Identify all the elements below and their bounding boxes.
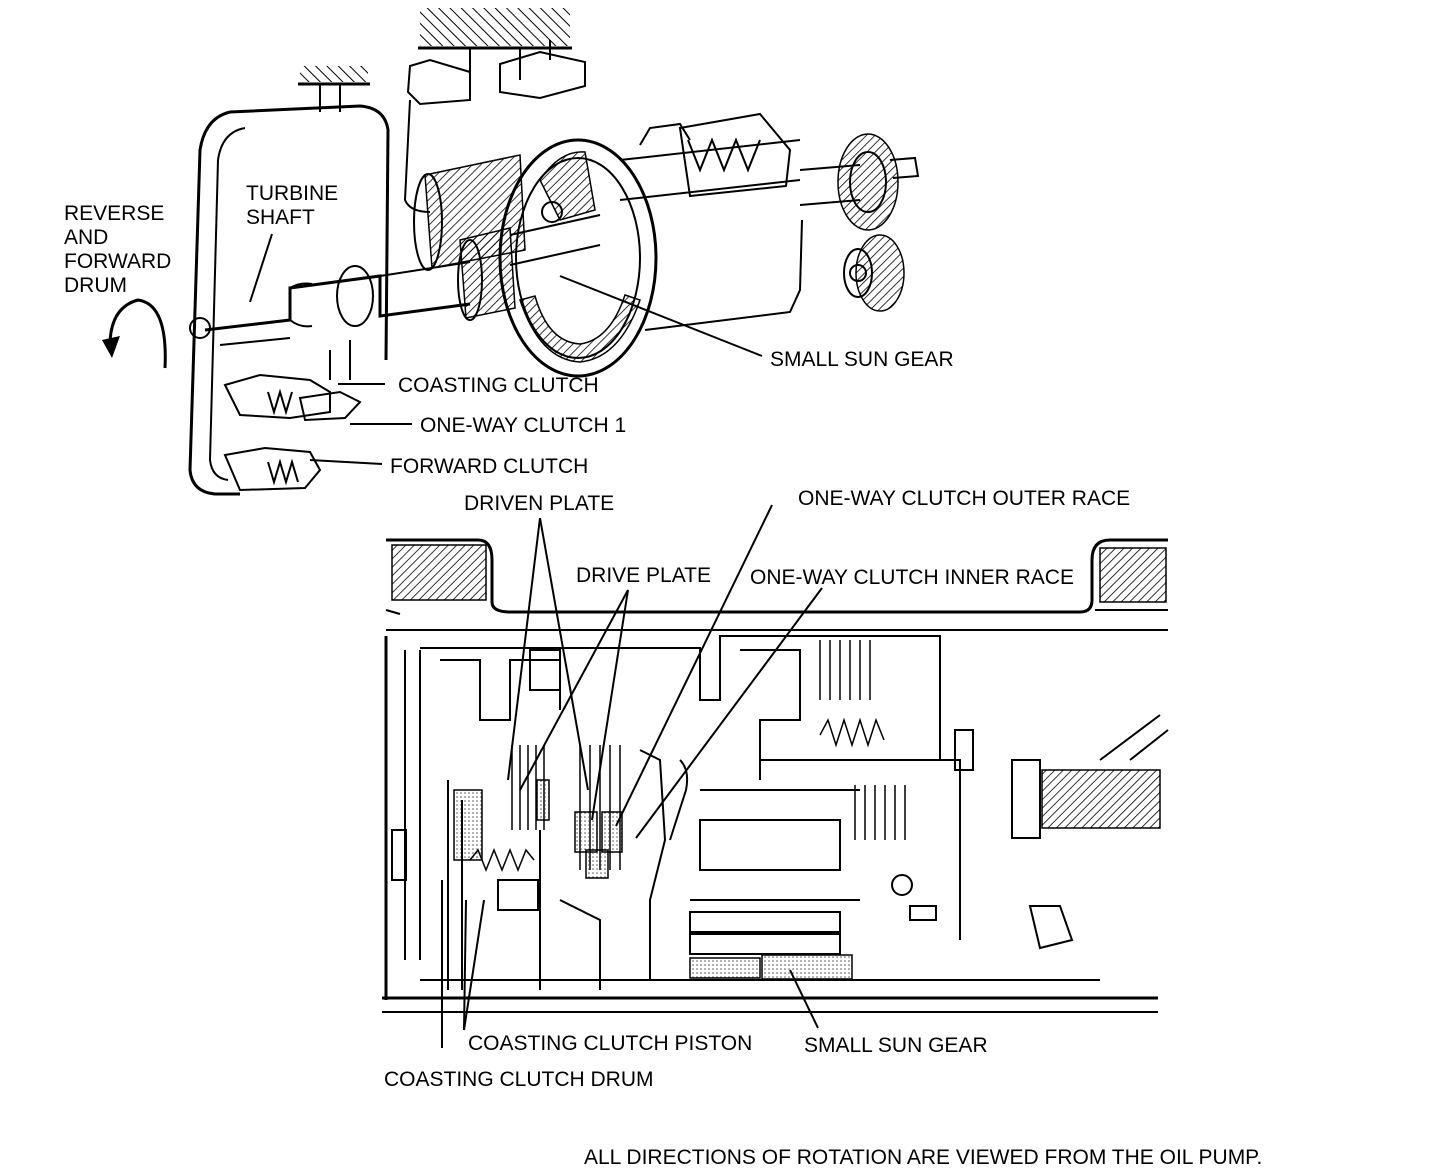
label-reverse-line3: FORWARD bbox=[64, 250, 171, 273]
label-reverse-line2: AND bbox=[64, 226, 108, 249]
label-turbine-shaft: TURBINE SHAFT bbox=[246, 182, 344, 229]
label-small-sun-gear-top: SMALL SUN GEAR bbox=[770, 348, 954, 371]
label-forward-clutch: FORWARD CLUTCH bbox=[390, 455, 588, 478]
label-coasting-clutch: COASTING CLUTCH bbox=[398, 374, 599, 397]
leader-lines bbox=[249, 233, 823, 1048]
label-one-way-clutch-outer-race: ONE-WAY CLUTCH OUTER RACE bbox=[798, 487, 1130, 510]
label-coasting-clutch-drum: COASTING CLUTCH DRUM bbox=[384, 1068, 654, 1091]
label-reverse-line1: REVERSE bbox=[64, 202, 164, 225]
label-coasting-clutch-piston: COASTING CLUTCH PISTON bbox=[468, 1032, 752, 1055]
footer-note: ALL DIRECTIONS OF ROTATION ARE VIEWED FR… bbox=[584, 1146, 1262, 1169]
label-reverse-forward-drum: REVERSE AND FORWARD DRUM bbox=[64, 202, 177, 297]
label-turbine-line2: SHAFT bbox=[246, 206, 315, 229]
cross-section-drawing bbox=[382, 538, 1169, 1013]
label-driven-plate: DRIVEN PLATE bbox=[464, 492, 614, 515]
label-one-way-clutch-1: ONE-WAY CLUTCH 1 bbox=[420, 414, 626, 437]
label-small-sun-gear-bottom: SMALL SUN GEAR bbox=[804, 1034, 988, 1057]
label-turbine-line1: TURBINE bbox=[246, 182, 338, 205]
label-drive-plate: DRIVE PLATE bbox=[576, 564, 711, 587]
label-one-way-clutch-inner-race: ONE-WAY CLUTCH INNER RACE bbox=[750, 566, 1074, 589]
isometric-schematic bbox=[102, 8, 920, 496]
label-reverse-line4: DRUM bbox=[64, 274, 127, 297]
